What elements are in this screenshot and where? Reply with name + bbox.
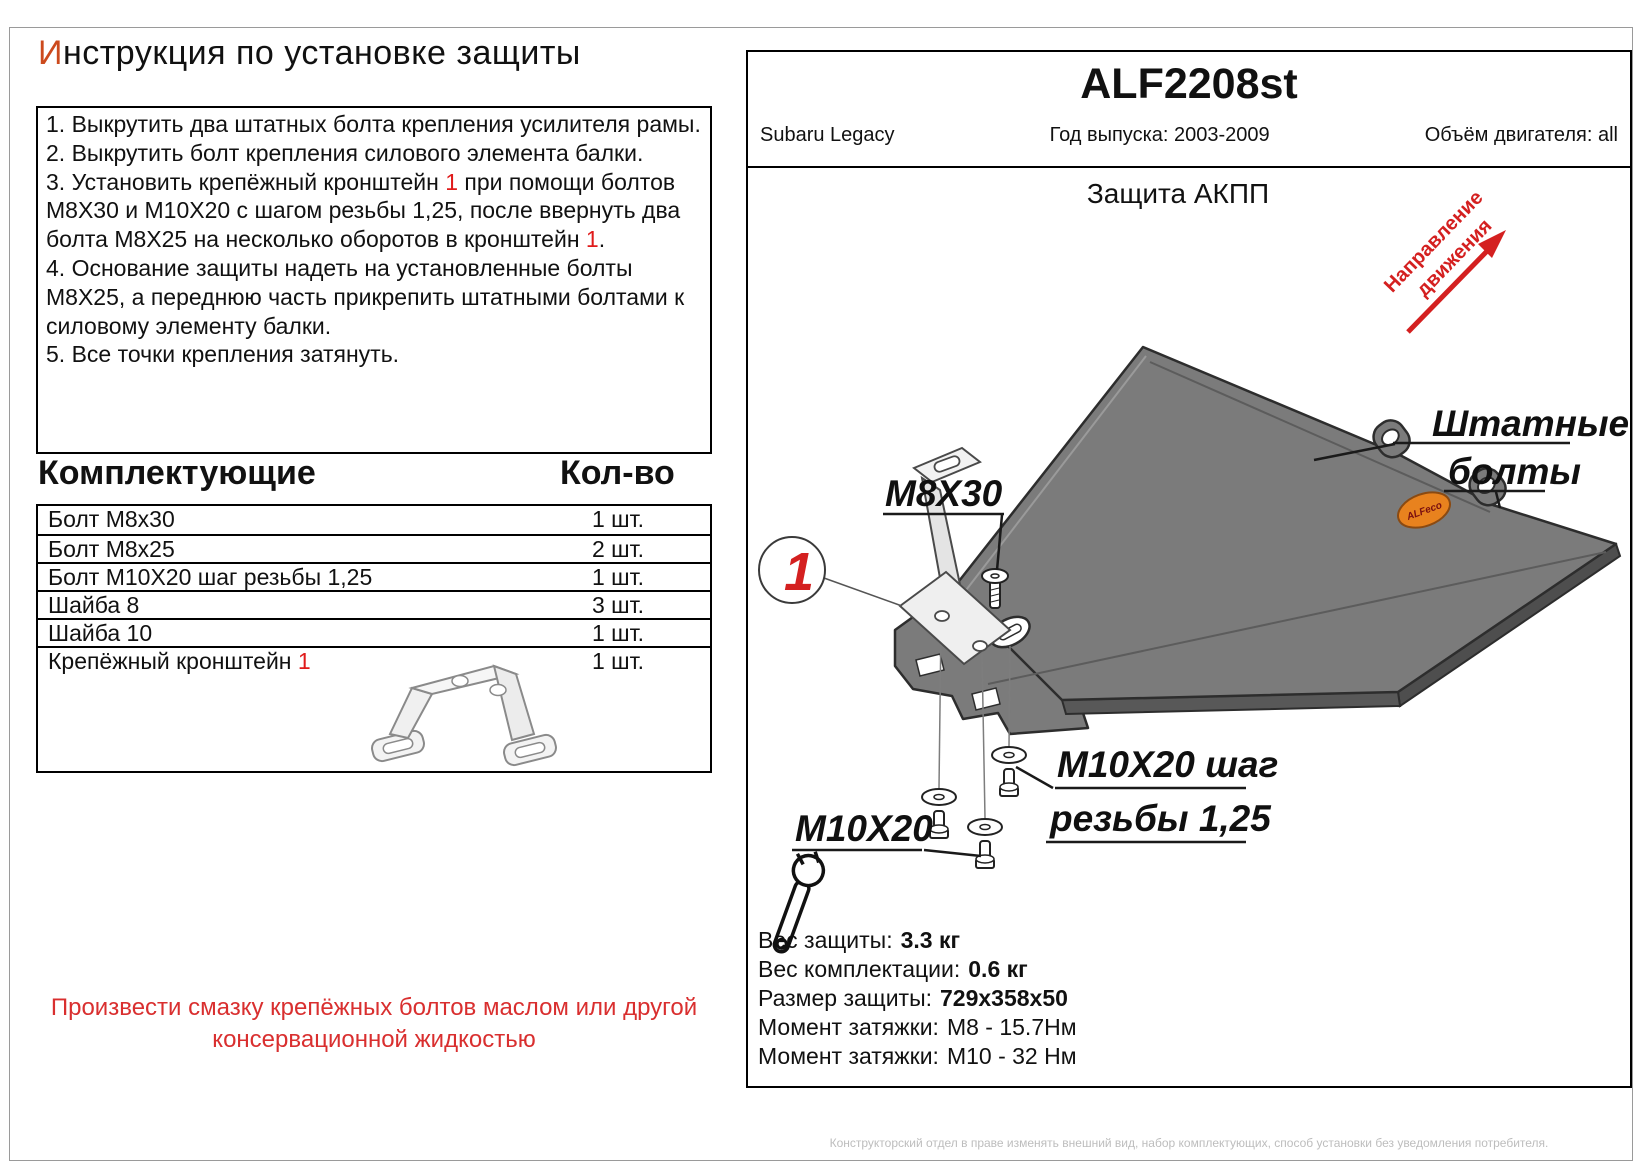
- bracket-number: 1: [784, 542, 814, 602]
- component-row: Шайба 10 1 шт.: [38, 618, 710, 646]
- instruction-item: 1. Выкрутить два штатных болта крепления…: [46, 111, 701, 137]
- diagram-title: Защита АКПП: [1086, 178, 1270, 209]
- component-row: Болт М8х30 1 шт.: [38, 506, 710, 534]
- component-qty: 3 шт.: [592, 592, 645, 618]
- spec-label: Момент затяжки:: [758, 1043, 939, 1069]
- direction-arrow: Направление движения: [1380, 187, 1506, 334]
- spec-label: Размер защиты:: [758, 985, 933, 1011]
- component-qty: 1 шт.: [592, 620, 645, 646]
- brand-logo: ALFeco: [1397, 491, 1451, 529]
- instruction-item: 3. Установить крепёжный кронштейн 1 при …: [46, 168, 681, 253]
- instruction-item: 5. Все точки крепления затянуть.: [46, 341, 400, 368]
- label-stock-bolts-2: болты: [1448, 451, 1581, 492]
- title-first-letter: И: [38, 34, 63, 72]
- lubrication-warning: Произвести смазку крепёжных болтов масло…: [50, 994, 698, 1053]
- spec-label: Момент затяжки:: [758, 1014, 939, 1040]
- specifications: Вес защиты: 3.3 кг Вес комплектации: 0.6 кг…: [758, 926, 1077, 1071]
- spec-value: 729x358x50: [940, 985, 1068, 1011]
- spec-line: Момент затяжки: М8 - 15.7Нм: [758, 1013, 1077, 1042]
- label-m10x20: M10X20: [795, 808, 933, 849]
- component-row: Болт М10Х20 шаг резьбы 1,25 1 шт.: [38, 562, 710, 590]
- component-row: Болт М8х25 2 шт.: [38, 534, 710, 562]
- spec-label: Вес комплектации:: [758, 956, 961, 982]
- label-leader-lines: [792, 441, 1570, 858]
- mounting-bracket-illustration: [371, 664, 557, 767]
- component-name: Болт М8х30: [48, 506, 175, 532]
- washer-bolt-set-2: [967, 818, 1003, 869]
- spec-value: 0.6 кг: [968, 956, 1028, 982]
- spec-value: М10 - 32 Нм: [946, 1043, 1077, 1069]
- vehicle-name: Subaru Legacy: [760, 124, 895, 146]
- engine-volume: Объём двигателя: all: [1424, 124, 1618, 146]
- quantity-heading: Кол-во: [560, 454, 675, 492]
- vehicle-years: Год выпуска: 2003-2009: [1049, 124, 1270, 146]
- spec-value: М8 - 15.7Нм: [946, 1014, 1077, 1040]
- page-border: [9, 27, 1633, 1161]
- instruction-item: 2. Выкрутить болт крепления силового эле…: [46, 139, 644, 166]
- component-name: Крепёжный кронштейн 1: [48, 648, 311, 674]
- label-m8x30: M8X30: [885, 473, 1003, 514]
- part-number: ALF2208st: [1080, 60, 1298, 108]
- page-title: Инструкция по установке защиты: [38, 34, 581, 73]
- label-m10x20-pitch-1: M10X20 шаг: [1057, 744, 1278, 785]
- washer-bolt-set-3: [991, 746, 1027, 797]
- mounting-bracket: [898, 446, 1012, 666]
- diagram-panel: Защита АКПП: [746, 166, 1632, 1088]
- title-rest: нструкция по установке защиты: [62, 34, 581, 72]
- installation-diagram: ALFeco: [749, 187, 1629, 954]
- label-m10x20-pitch-2: резьбы 1,25: [1049, 798, 1272, 839]
- washer-bolt-set-1: [921, 788, 957, 839]
- installation-instructions: 1. Выкрутить два штатных болта крепления…: [36, 106, 712, 454]
- stock-bolt-ear-tab-1: [1372, 419, 1411, 459]
- spec-line: Вес защиты: 3.3 кг: [758, 926, 1077, 955]
- component-name: Шайба 8: [48, 592, 140, 618]
- component-name: Болт М10Х20 шаг резьбы 1,25: [48, 564, 373, 590]
- manufacturer-disclaimer: Конструкторский отдел в праве изменять в…: [829, 1136, 1549, 1150]
- component-qty: 2 шт.: [592, 536, 645, 562]
- bolt-m8x25-with-washer: [981, 568, 1009, 609]
- component-qty: 1 шт.: [592, 648, 645, 674]
- part-header: ALF2208st Subaru Legacy Год выпуска: 200…: [746, 50, 1632, 168]
- bolt-axis-lines: [938, 625, 1011, 819]
- wrench-icon: [749, 843, 826, 954]
- component-row: Крепёжный кронштейн 1 1 шт.: [38, 646, 710, 771]
- spec-line: Размер защиты: 729x358x50: [758, 984, 1077, 1013]
- component-name: Болт М8х25: [48, 536, 175, 562]
- spec-label: Вес защиты:: [758, 927, 893, 953]
- instruction-item: 4. Основание защиты надеть на установлен…: [46, 254, 685, 339]
- vehicle-info-row: Subaru Legacy Год выпуска: 2003-2009 Объ…: [748, 124, 1630, 147]
- spec-line: Момент затяжки: М10 - 32 Нм: [758, 1042, 1077, 1071]
- components-heading: Комплектующие: [38, 454, 316, 492]
- label-stock-bolts-1: Штатные: [1432, 403, 1629, 444]
- bracket-callout-1: 1: [758, 536, 903, 607]
- component-name: Шайба 10: [48, 620, 153, 646]
- component-row: Шайба 8 3 шт.: [38, 590, 710, 618]
- component-qty: 1 шт.: [592, 506, 645, 532]
- component-qty: 1 шт.: [592, 564, 645, 590]
- spec-value: 3.3 кг: [900, 927, 961, 953]
- spec-line: Вес комплектации: 0.6 кг: [758, 955, 1077, 984]
